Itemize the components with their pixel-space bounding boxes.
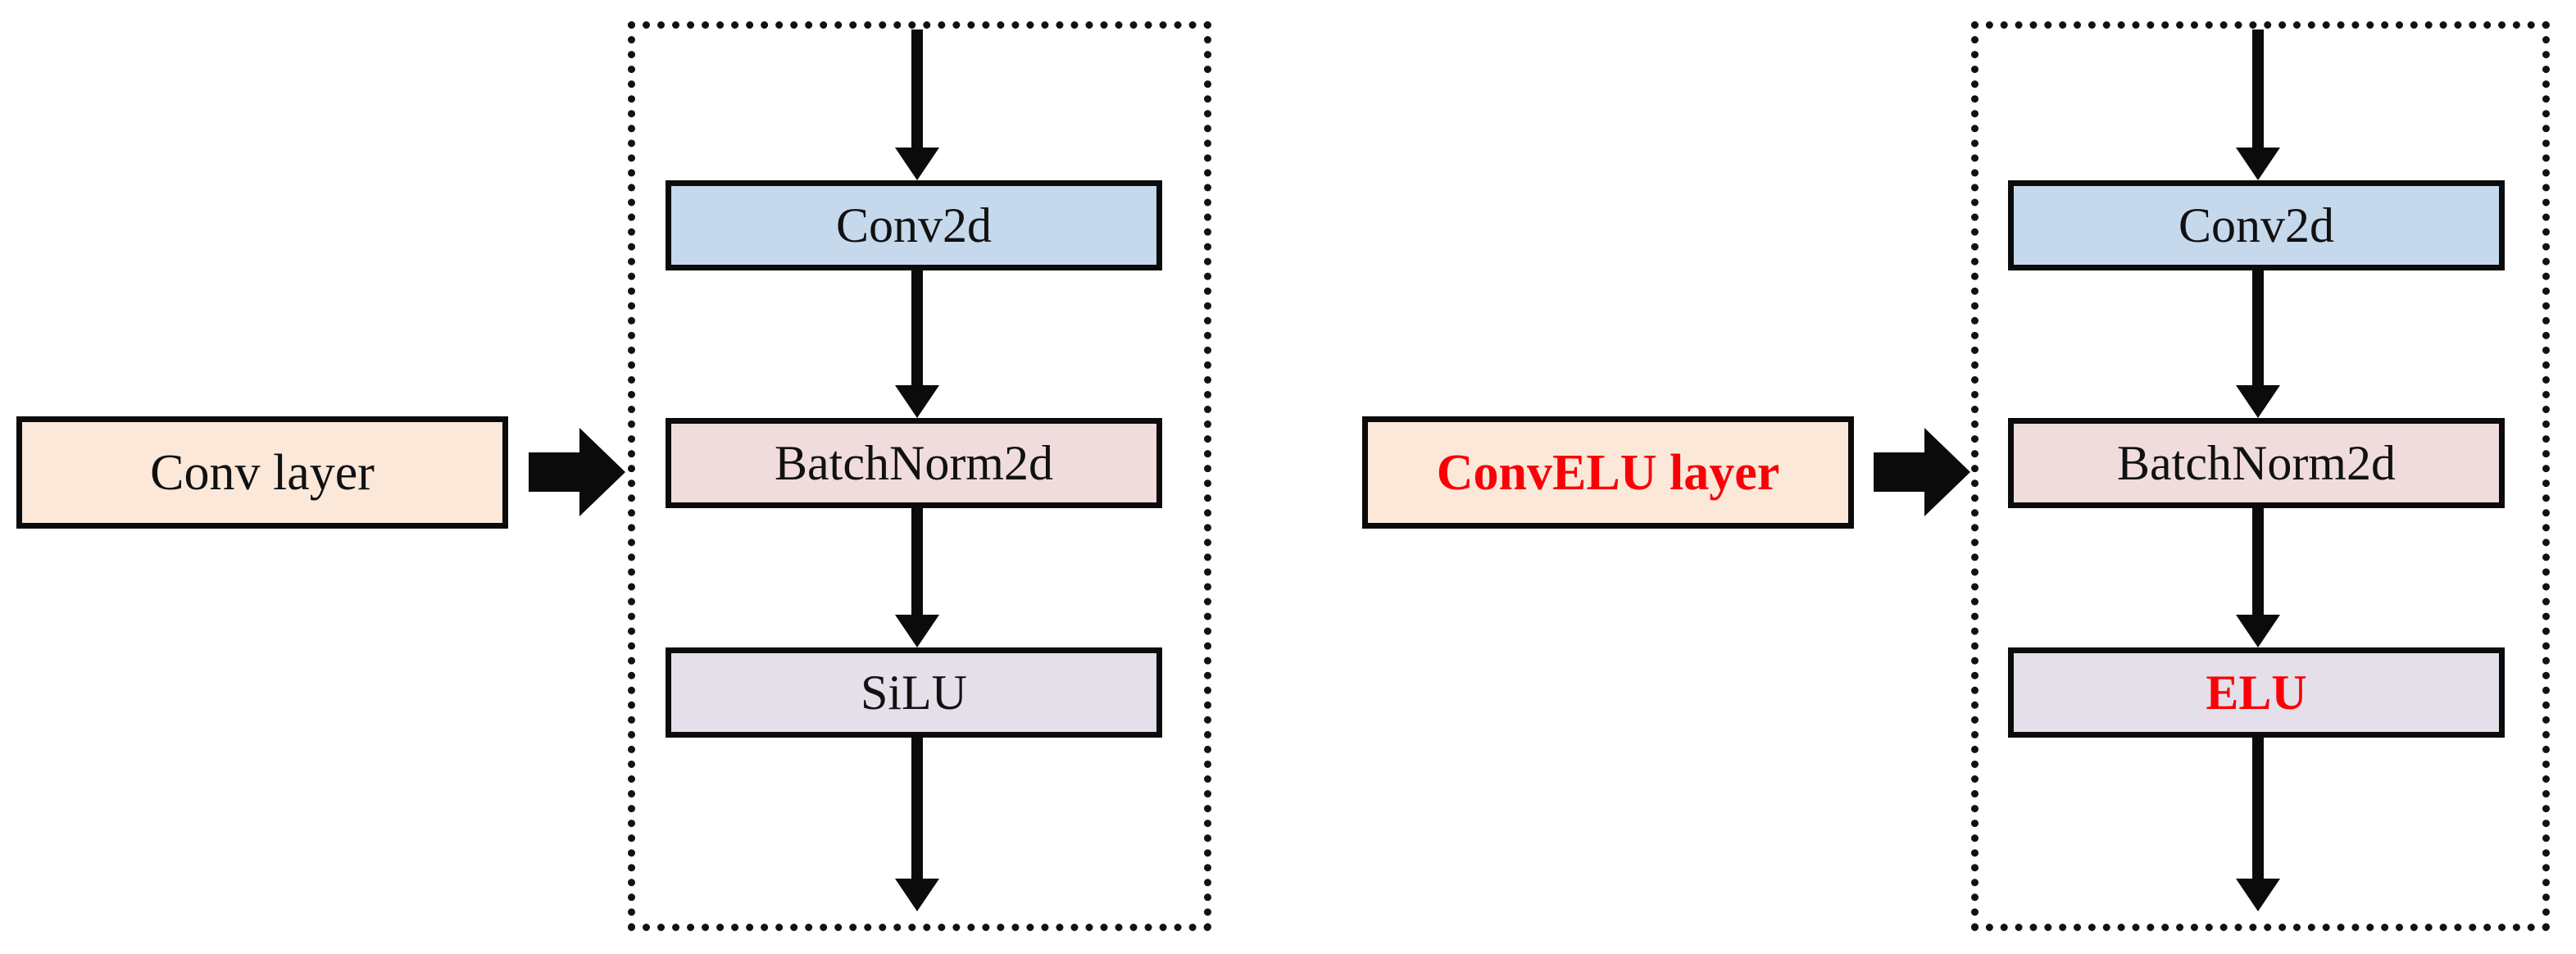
entry-block-conv-layer: Conv layer — [16, 416, 508, 529]
entry-block-label: ConvELU layer — [1436, 444, 1780, 501]
arrow-right-block-icon-left — [529, 428, 625, 516]
stage-block-label: SiLU — [860, 666, 968, 720]
entry-block-label: Conv layer — [150, 444, 375, 501]
stage-block-label: BatchNorm2d — [775, 436, 1053, 490]
group-container-proposed — [1971, 21, 2550, 931]
stage-block-batchnorm2d-right: BatchNorm2d — [2008, 418, 2505, 508]
stage-block-silu-left: SiLU — [666, 647, 1162, 738]
stage-block-label: ELU — [2206, 666, 2307, 720]
arrow-right-block-icon-right — [1874, 428, 1970, 516]
stage-block-label: Conv2d — [835, 198, 993, 252]
entry-block-convelu-layer: ConvELU layer — [1362, 416, 1854, 529]
group-container-baseline — [628, 21, 1211, 931]
stage-block-batchnorm2d-left: BatchNorm2d — [666, 418, 1162, 508]
stage-block-label: Conv2d — [2178, 198, 2335, 252]
stage-block-elu-right: ELU — [2008, 647, 2505, 738]
stage-block-label: BatchNorm2d — [2117, 436, 2396, 490]
stage-block-conv2d-right: Conv2d — [2008, 180, 2505, 270]
stage-block-conv2d-left: Conv2d — [666, 180, 1162, 270]
